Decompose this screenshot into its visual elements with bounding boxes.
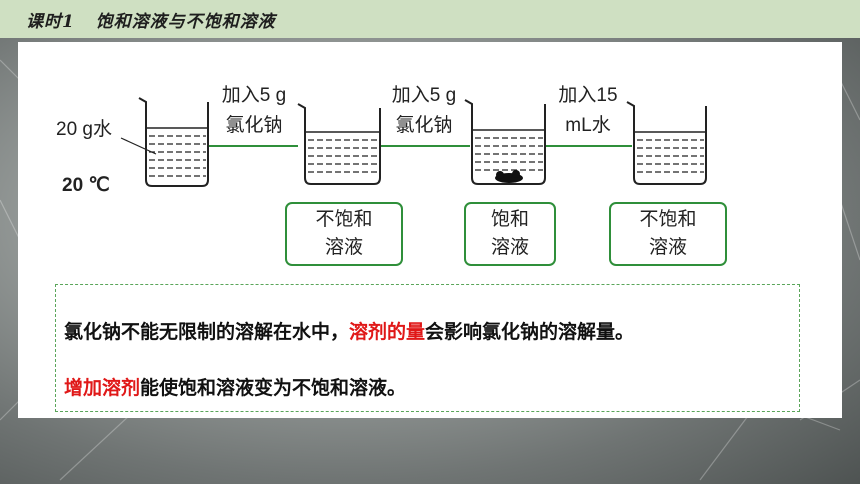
conclusion-1-after: 会影响氯化钠的溶解量。: [425, 322, 635, 343]
water-label-pointer: [120, 137, 157, 155]
state-1-line1: 不饱和: [315, 209, 373, 230]
state-3-line2: 溶液: [648, 237, 687, 258]
step-2-line1: 加入5 g: [391, 85, 457, 106]
state-2-line2: 溶液: [490, 237, 529, 258]
step-3-line1: 加入15: [558, 85, 618, 106]
beaker-1: [138, 97, 209, 187]
step-3-line2: mL水: [565, 115, 611, 136]
page-title: 课时1 饱和溶液与不饱和溶液: [26, 12, 276, 32]
conclusion-1-before: 氯化钠不能无限制的溶解在水中，: [64, 322, 350, 343]
conclusion-1-highlight: 溶剂的量: [349, 322, 426, 343]
conclusion-box: 氯化钠不能无限制的溶解在水中，溶剂的量会影响氯化钠的溶解量。 增加溶剂能使饱和溶…: [55, 284, 800, 412]
beaker-3: [464, 99, 546, 185]
experiment-diagram: [120, 97, 707, 187]
conclusion-2-after: 能使饱和溶液变为不饱和溶液。: [140, 378, 407, 399]
temperature-label: 20 ℃: [62, 175, 110, 196]
water-amount-label: 20 g水: [56, 119, 112, 140]
conclusion-2-highlight: 增加溶剂: [64, 378, 141, 399]
step-1-line2: 氯化钠: [225, 115, 283, 136]
beaker-2: [297, 103, 381, 185]
beaker-4: [626, 101, 707, 185]
step-1-line1: 加入5 g: [221, 85, 287, 106]
conclusion-line-2: 增加溶剂能使饱和溶液变为不饱和溶液。: [64, 373, 406, 400]
header-bar: 课时1 饱和溶液与不饱和溶液: [0, 0, 860, 38]
state-box-unsaturated-1: 不饱和 溶液: [285, 202, 403, 266]
step-2-line2: 氯化钠: [395, 115, 453, 136]
state-2-line1: 饱和: [490, 209, 529, 230]
conclusion-line-1: 氯化钠不能无限制的溶解在水中，溶剂的量会影响氯化钠的溶解量。: [64, 317, 634, 344]
state-box-saturated: 饱和 溶液: [464, 202, 556, 266]
state-3-line1: 不饱和: [639, 209, 697, 230]
state-box-unsaturated-2: 不饱和 溶液: [609, 202, 727, 266]
state-1-line2: 溶液: [324, 237, 363, 258]
